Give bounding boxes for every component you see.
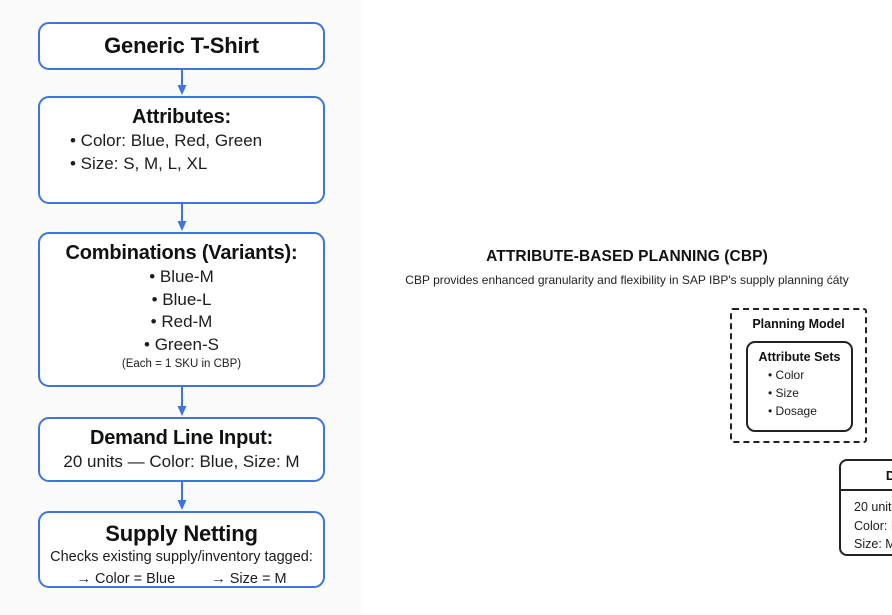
connector-arrow-4	[173, 482, 191, 511]
combinations-footnote: (Each = 1 SKU in CBP)	[121, 358, 242, 371]
connector-arrow-3	[173, 387, 191, 417]
supply-netting-check: → Color = Blue	[76, 571, 176, 588]
demand-input-detail: 20 units — Color: Blue, Size: M	[63, 452, 300, 471]
attribute-set-item: • Color	[768, 368, 805, 382]
demand-card: Demand 20 units – Color: Blue; Size: M	[839, 459, 892, 556]
connector-arrow-2	[173, 204, 191, 232]
combination-item: • Blue-L	[151, 289, 212, 309]
attribute-set-item: • Size	[768, 386, 799, 401]
demand-card-line2: Color: Blue;	[854, 517, 892, 536]
flow-box-attributes: Attributes: • Color: Blue, Red, Green • …	[38, 96, 325, 204]
combinations-title: Combinations (Variants):	[65, 242, 298, 264]
demand-card-line1: 20 units –	[854, 500, 892, 514]
planning-model-title: Planning Model	[752, 317, 845, 331]
generic-product-title: Generic T-Shirt	[104, 33, 259, 59]
flow-box-supply-netting: Supply Netting Checks existing supply/in…	[38, 511, 325, 588]
planning-model-group: Planning Model Attribute Sets • Color • …	[730, 308, 867, 443]
combination-item: • Red-M	[150, 312, 213, 332]
connector-arrow-1	[173, 70, 191, 96]
attributes-item: • Color: Blue, Red, Green	[70, 131, 263, 150]
attribute-set-item: • Dosage	[768, 404, 817, 419]
attribute-sets-box: Attribute Sets • Color • Size • Dosage	[746, 341, 853, 432]
attributes-item: • Size: S, M, L, XL	[70, 153, 208, 173]
supply-netting-check: → Size = M	[211, 571, 287, 588]
flow-box-combinations: Combinations (Variants): • Blue-M • Blue…	[38, 232, 325, 387]
flow-box-generic-product: Generic T-Shirt	[38, 22, 325, 70]
demand-card-line3: Size: M	[854, 537, 892, 551]
cbp-title: ATTRIBUTE-BASED PLANNING (CBP)	[486, 248, 768, 265]
attribute-sets-title: Attribute Sets	[758, 350, 841, 364]
combination-item: • Green-S	[144, 334, 219, 354]
demand-card-header: Demand	[841, 461, 892, 491]
demand-color-value: Blue	[891, 519, 892, 533]
supply-netting-title: Supply Netting	[105, 521, 258, 546]
combination-item: • Blue-M	[149, 267, 214, 286]
supply-netting-detail: Checks existing supply/inventory tagged:	[50, 548, 313, 565]
cbp-subtitle: CBP provides enhanced granularity and fl…	[405, 273, 849, 287]
demand-input-title: Demand Line Input:	[89, 427, 274, 449]
left-flow-panel: Generic T-Shirt Attributes: • Color: Blu…	[0, 0, 362, 615]
flow-box-demand-line-input: Demand Line Input: 20 units — Color: Blu…	[38, 417, 325, 482]
attributes-title: Attributes:	[132, 106, 231, 128]
demand-color-label: Color:	[854, 518, 891, 533]
cbp-diagram-panel: ATTRIBUTE-BASED PLANNING (CBP) CBP provi…	[362, 0, 892, 615]
